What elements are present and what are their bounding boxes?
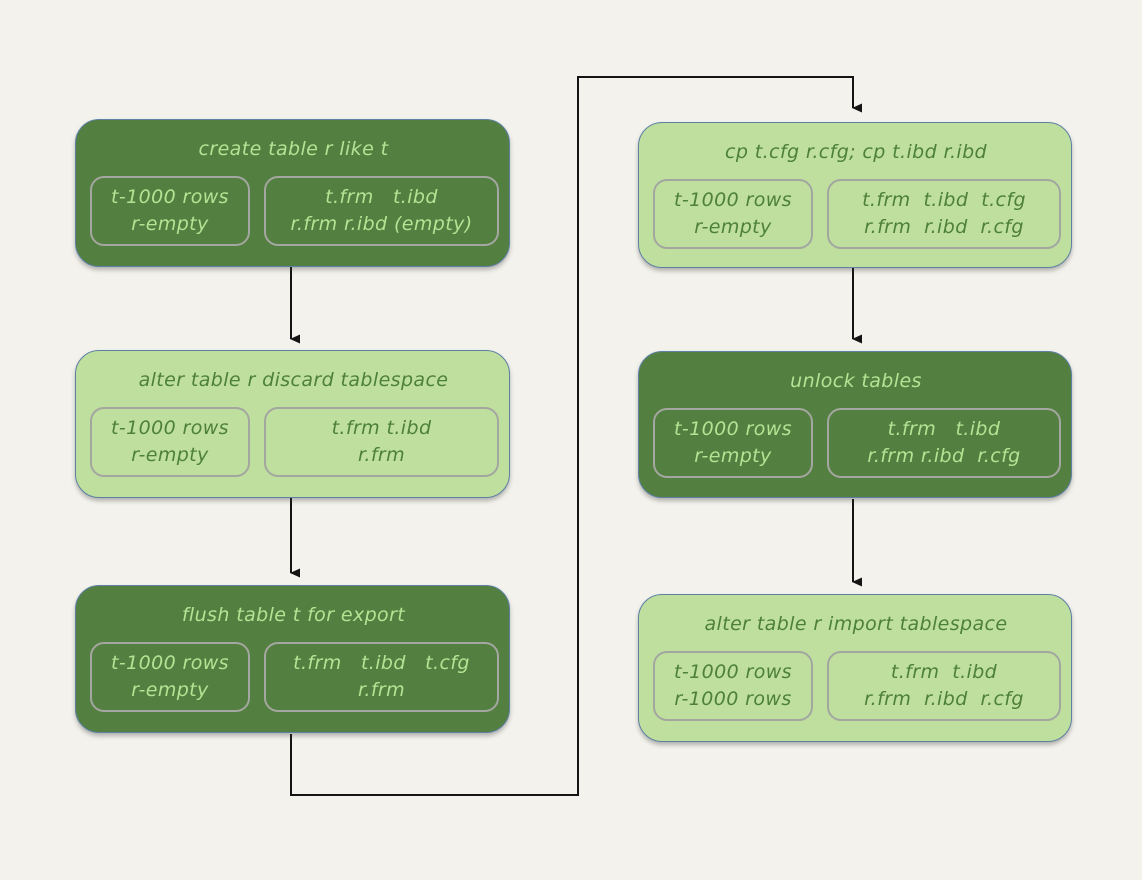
rows-line: r-1000 rows xyxy=(674,688,792,710)
rows-state-box: t-1000 rows r-empty xyxy=(653,408,813,478)
rows-line: t-1000 rows xyxy=(674,661,792,683)
node-cp-files: cp t.cfg r.cfg; cp t.ibd r.ibd t-1000 ro… xyxy=(638,122,1072,268)
files-state-box: t.frm t.ibd r.frm xyxy=(264,407,499,477)
node-title: create table r like t xyxy=(198,138,389,160)
rows-line: r-empty xyxy=(694,216,772,238)
rows-line: r-empty xyxy=(131,679,209,701)
files-state-box: t.frm t.ibd t.cfg r.frm xyxy=(264,642,499,712)
node-body: t-1000 rows r-empty t.frm t.ibd r.frm r.… xyxy=(651,408,1061,483)
rows-state-box: t-1000 rows r-1000 rows xyxy=(653,651,813,721)
files-line: r.frm r.ibd (empty) xyxy=(290,213,473,235)
node-unlock-tables: unlock tables t-1000 rows r-empty t.frm … xyxy=(638,351,1072,498)
files-line: t.frm t.ibd xyxy=(325,186,438,208)
files-line: r.frm xyxy=(357,444,406,466)
rows-line: t-1000 rows xyxy=(674,189,792,211)
node-flush-table: flush table t for export t-1000 rows r-e… xyxy=(75,585,510,733)
files-line: r.frm r.ibd r.cfg xyxy=(867,445,1021,467)
rows-state-box: t-1000 rows r-empty xyxy=(90,176,250,246)
node-body: t-1000 rows r-empty t.frm t.ibd r.frm xyxy=(88,407,499,483)
rows-line: t-1000 rows xyxy=(674,418,792,440)
rows-line: t-1000 rows xyxy=(111,652,229,674)
rows-state-box: t-1000 rows r-empty xyxy=(90,642,250,712)
node-title: alter table r discard tablespace xyxy=(138,369,449,391)
files-line: t.frm t.ibd xyxy=(331,417,432,439)
node-title: flush table t for export xyxy=(181,604,406,626)
rows-line: t-1000 rows xyxy=(111,186,229,208)
files-line: t.frm t.ibd t.cfg xyxy=(862,189,1026,211)
files-state-box: t.frm t.ibd r.frm r.ibd (empty) xyxy=(264,176,499,246)
node-title: unlock tables xyxy=(790,370,922,392)
files-line: r.frm r.ibd r.cfg xyxy=(864,216,1024,238)
node-body: t-1000 rows r-empty t.frm t.ibd t.cfg r.… xyxy=(651,179,1061,253)
rows-line: r-empty xyxy=(131,444,209,466)
node-title: cp t.cfg r.cfg; cp t.ibd r.ibd xyxy=(725,141,987,163)
node-body: t-1000 rows r-empty t.frm t.ibd t.cfg r.… xyxy=(88,642,499,718)
node-title: alter table r import tablespace xyxy=(704,613,1008,635)
rows-line: t-1000 rows xyxy=(111,417,229,439)
files-state-box: t.frm t.ibd t.cfg r.frm r.ibd r.cfg xyxy=(827,179,1061,249)
files-line: r.frm r.ibd r.cfg xyxy=(864,688,1024,710)
files-line: t.frm t.ibd xyxy=(890,661,998,683)
node-body: t-1000 rows r-empty t.frm t.ibd r.frm r.… xyxy=(88,176,499,252)
files-line: t.frm t.ibd xyxy=(887,418,1001,440)
node-import-tablespace: alter table r import tablespace t-1000 r… xyxy=(638,594,1072,742)
files-line: r.frm xyxy=(357,679,406,701)
rows-line: r-empty xyxy=(131,213,209,235)
node-body: t-1000 rows r-1000 rows t.frm t.ibd r.fr… xyxy=(651,651,1061,727)
files-state-box: t.frm t.ibd r.frm r.ibd r.cfg xyxy=(827,651,1061,721)
node-create-table: create table r like t t-1000 rows r-empt… xyxy=(75,119,510,267)
files-line: t.frm t.ibd t.cfg xyxy=(293,652,470,674)
rows-state-box: t-1000 rows r-empty xyxy=(90,407,250,477)
files-state-box: t.frm t.ibd r.frm r.ibd r.cfg xyxy=(827,408,1061,478)
rows-state-box: t-1000 rows r-empty xyxy=(653,179,813,249)
node-discard-tablespace: alter table r discard tablespace t-1000 … xyxy=(75,350,510,498)
rows-line: r-empty xyxy=(694,445,772,467)
